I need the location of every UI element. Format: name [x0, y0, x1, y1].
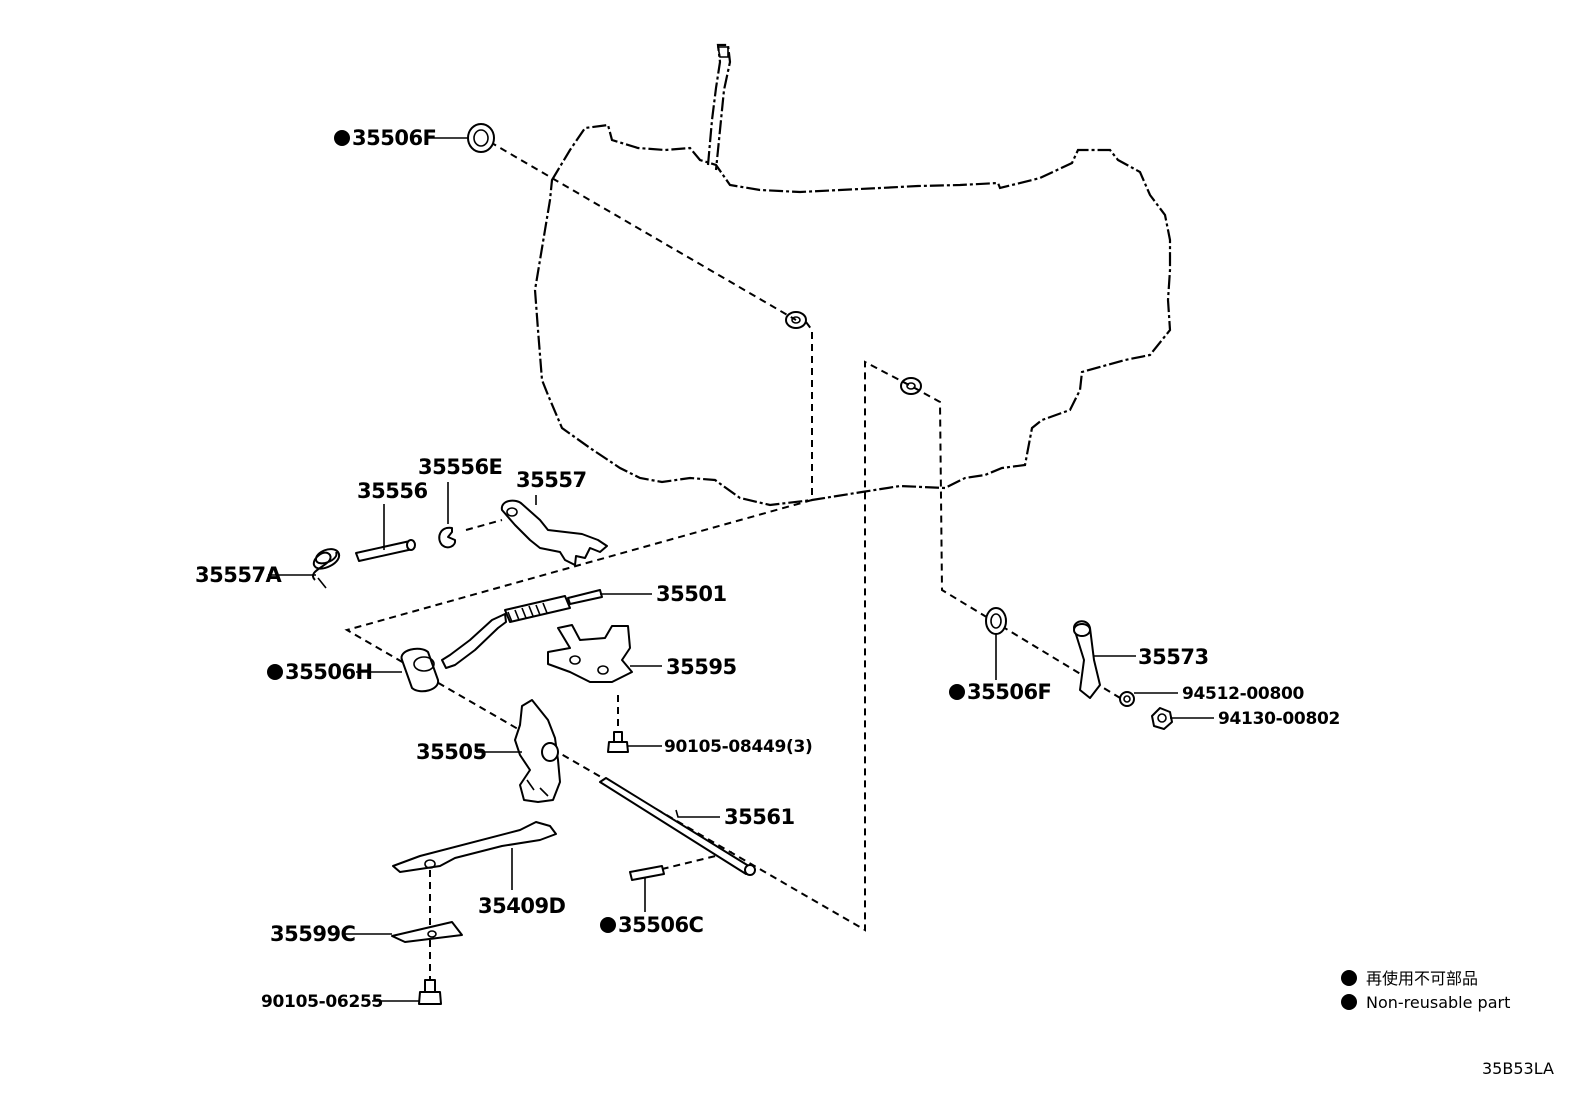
bracket-35595 [547, 624, 633, 683]
bolt-90105-08449 [607, 731, 629, 753]
label-35557: 35557 [516, 468, 587, 492]
label-35599C: 35599C [270, 922, 356, 946]
rod-35561 [599, 777, 756, 876]
oil-seal-35506F-top [467, 123, 495, 153]
cable-35501 [441, 589, 603, 669]
label-90105-06255: 90105-06255 [261, 992, 383, 1012]
label-35595: 35595 [666, 655, 737, 679]
non-reusable-marker [949, 684, 965, 700]
label-35505: 35505 [416, 740, 487, 764]
pin-35556 [355, 539, 416, 562]
part-labels: 35506F 35556E 35556 35557 35557A 35501 3… [195, 126, 1340, 1012]
label-35556E: 35556E [418, 455, 502, 479]
non-reusable-marker [334, 130, 350, 146]
clip-35599C [391, 921, 463, 943]
washer-94512-00800 [1119, 691, 1135, 707]
label-90105-08449: 90105-08449(3) [664, 737, 813, 757]
transmission-case-outline [533, 43, 1172, 507]
legend-marker-2 [1341, 994, 1357, 1010]
lever-35557 [500, 499, 608, 566]
label-35506H: 35506H [285, 660, 373, 684]
label-35501: 35501 [656, 582, 727, 606]
label-35561: 35561 [724, 805, 795, 829]
lever-35505 [514, 699, 561, 803]
legend-english: Non-reusable part [1366, 993, 1510, 1012]
legend: 再使用不可部品 Non-reusable part [1341, 969, 1510, 1012]
legend-japanese: 再使用不可部品 [1366, 969, 1478, 988]
e-ring-35556E [438, 526, 457, 549]
oil-seal-35506H [400, 647, 440, 693]
label-35506F-top: 35506F [352, 126, 436, 150]
spring-35557A [311, 548, 341, 589]
non-reusable-marker [267, 664, 283, 680]
label-35556: 35556 [357, 479, 428, 503]
bolt-90105-06255 [418, 979, 442, 1005]
label-94130-00802: 94130-00802 [1218, 709, 1340, 729]
plate-35409D [392, 821, 557, 873]
label-94512-00800: 94512-00800 [1182, 684, 1305, 704]
non-reusable-marker [600, 917, 616, 933]
label-35409D: 35409D [478, 894, 566, 918]
illustration-code: 35B53LA [1482, 1059, 1554, 1078]
label-35557A: 35557A [195, 563, 283, 587]
label-35506C: 35506C [618, 913, 704, 937]
label-35506F-right: 35506F [967, 680, 1051, 704]
leader-lines [268, 137, 1214, 1002]
pin-35506C [629, 865, 665, 881]
nut-94130-00802 [1151, 707, 1173, 730]
lever-35573 [1073, 620, 1101, 699]
legend-marker-1 [1341, 970, 1357, 986]
oil-seal-35506F-right [985, 607, 1007, 635]
label-35573: 35573 [1138, 645, 1209, 669]
